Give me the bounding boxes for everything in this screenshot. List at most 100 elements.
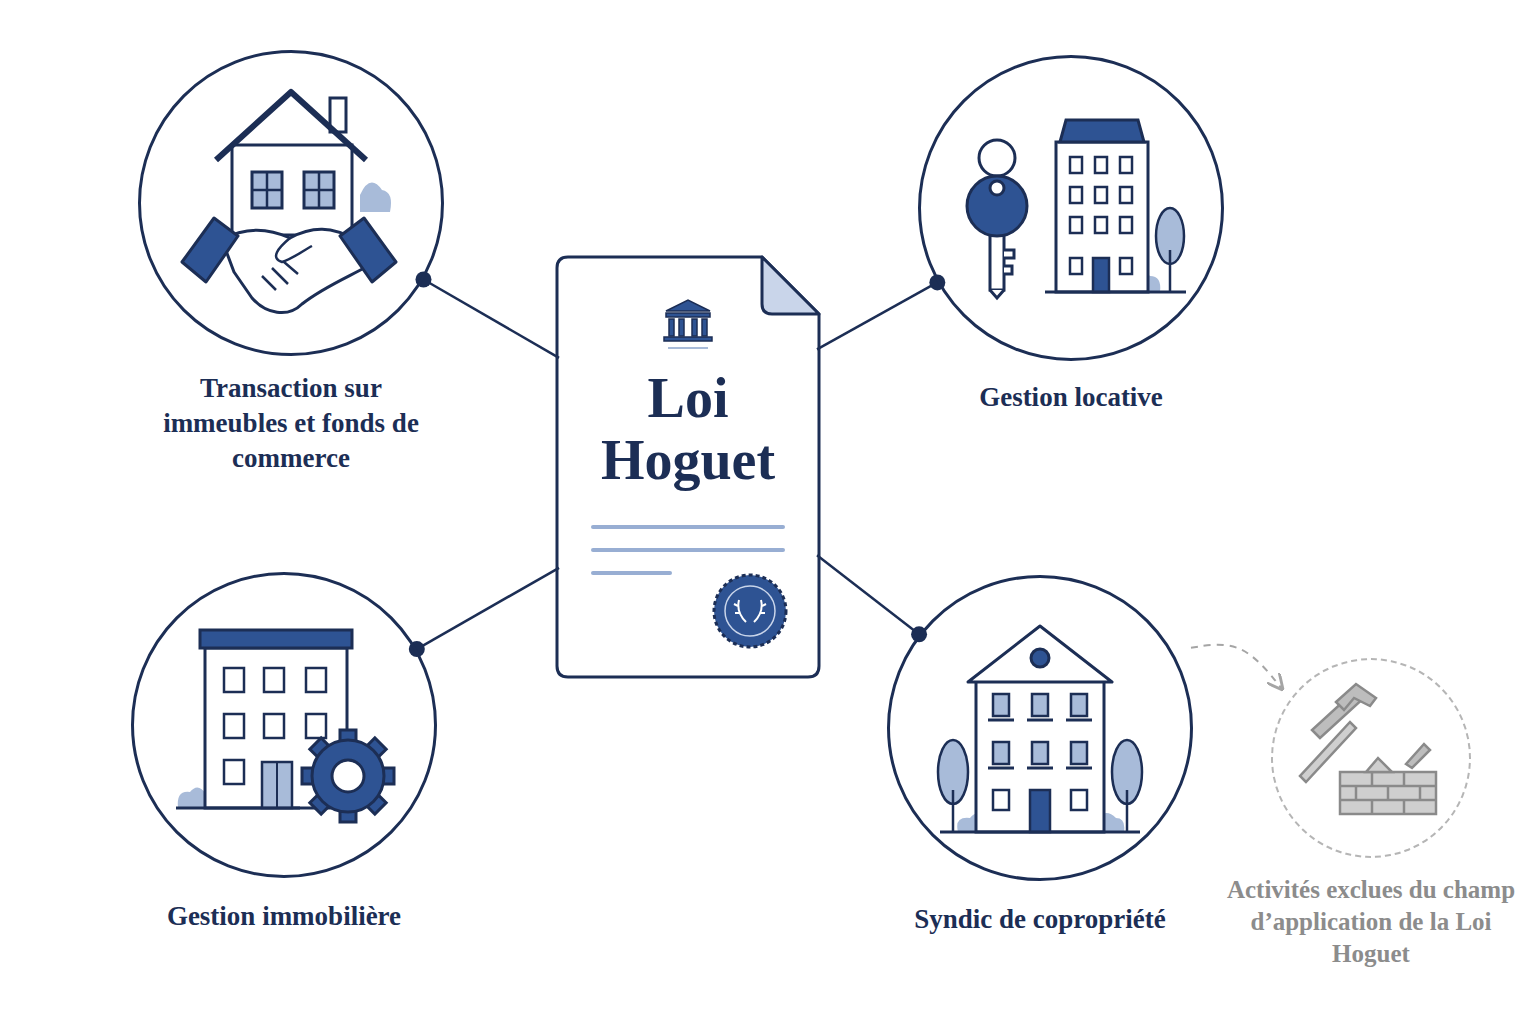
handshake-icon-part bbox=[262, 238, 312, 290]
handshake-icon-part bbox=[182, 218, 238, 282]
label-wrap: Gestion immobilière bbox=[114, 899, 454, 934]
apartment-icon-part-part bbox=[1095, 217, 1107, 233]
copropriete-icon-part-part bbox=[1071, 790, 1087, 810]
building-gear-icon-part-part bbox=[224, 714, 244, 738]
building-gear-icon-part bbox=[176, 807, 300, 810]
copropriete-icon-part-part bbox=[1032, 694, 1048, 716]
house-icon-part bbox=[252, 172, 334, 208]
apartment-icon-part-part bbox=[1070, 258, 1082, 274]
seal-part bbox=[725, 586, 775, 636]
copropriete-icon-part-part bbox=[1071, 742, 1087, 764]
apartment-icon bbox=[1045, 120, 1186, 292]
excluded-icon-part bbox=[1366, 758, 1392, 772]
document-lines bbox=[593, 527, 783, 573]
bank-icon-part bbox=[692, 319, 697, 336]
building-gear-icon-part-part bbox=[312, 740, 384, 812]
handshake-icon-part bbox=[340, 218, 396, 282]
building-gear-icon-part-part bbox=[264, 714, 284, 738]
excluded-icon-part bbox=[1340, 772, 1436, 814]
excluded-icon-part bbox=[1340, 772, 1436, 814]
connector-line bbox=[817, 282, 937, 349]
building-gear-icon-part bbox=[276, 762, 278, 808]
document-shape-part bbox=[557, 257, 819, 677]
copropriete-icon-part bbox=[1030, 790, 1050, 832]
document-lines-part bbox=[593, 525, 783, 529]
activity-circle: Transaction sur immeubles et fonds de co… bbox=[138, 50, 444, 356]
bank-icon-part bbox=[666, 300, 710, 311]
copropriete-icon-part-part bbox=[993, 790, 1009, 810]
seal-part bbox=[714, 575, 786, 647]
building-gear-icon-part-part bbox=[306, 714, 326, 738]
node-label: Gestion locative bbox=[901, 380, 1241, 415]
connector-dot bbox=[409, 641, 425, 657]
document-node: Loi Hoguet bbox=[557, 257, 819, 677]
house-icon bbox=[216, 92, 391, 235]
building-gear-icon-part-part bbox=[332, 760, 364, 792]
label-wrap: Gestion locative bbox=[901, 380, 1241, 415]
apartment-icon-part bbox=[1045, 291, 1186, 294]
apartment-icon-part-part bbox=[1120, 217, 1132, 233]
seal-part bbox=[734, 604, 766, 613]
key-icon-part bbox=[1004, 250, 1014, 274]
seal-part bbox=[738, 600, 761, 622]
house-icon-part bbox=[360, 183, 391, 212]
apartment-icon-part-part bbox=[1095, 157, 1107, 173]
apartment-icon-part bbox=[1056, 142, 1148, 292]
node-label: Gestion immobilière bbox=[114, 899, 454, 934]
excluded-circle: Activités exclues du champ d’application… bbox=[1271, 658, 1471, 858]
label-wrap: Activités exclues du champ d’application… bbox=[1226, 874, 1516, 970]
bank-icon-part bbox=[664, 337, 712, 341]
document-lines-part bbox=[593, 548, 783, 552]
excluded-icon-part bbox=[1336, 684, 1376, 710]
copropriete-icon-part bbox=[1031, 649, 1049, 667]
copropriete-icon-part bbox=[940, 831, 1140, 834]
copropriete-icon-part bbox=[952, 790, 955, 832]
copropriete-icon-part bbox=[1126, 790, 1129, 832]
document-shape bbox=[557, 257, 819, 677]
key-icon bbox=[967, 140, 1027, 298]
seal bbox=[714, 575, 786, 647]
key-icon-part bbox=[967, 176, 1027, 236]
copropriete-icon-part bbox=[988, 720, 1092, 768]
copropriete-icon-part-part bbox=[993, 742, 1009, 764]
bank-icon-part bbox=[702, 319, 707, 336]
document-title: Loi Hoguet bbox=[588, 367, 788, 491]
title-wrap: Loi Hoguet bbox=[588, 367, 788, 491]
connector-line bbox=[423, 280, 559, 358]
bank-icon-part bbox=[679, 319, 684, 336]
apartment-icon-part bbox=[1093, 258, 1109, 292]
key-icon-part bbox=[990, 181, 1004, 195]
building-gear-icon-part-part bbox=[224, 760, 244, 784]
copropriete-icon-part-part bbox=[1071, 694, 1087, 716]
excluded-icon-part bbox=[1300, 722, 1356, 782]
label-wrap: Syndic de copropriété bbox=[860, 902, 1220, 937]
excluded-icon bbox=[1300, 684, 1436, 814]
key-icon-part bbox=[990, 290, 1004, 298]
activity-circle: Gestion immobilière bbox=[131, 572, 437, 878]
bank-icon-part bbox=[669, 319, 674, 336]
activity-circle: Syndic de copropriété bbox=[887, 575, 1193, 881]
apartment-icon-part-part bbox=[1070, 217, 1082, 233]
connector-dot bbox=[929, 274, 945, 290]
connector-line bbox=[417, 568, 559, 649]
building-gear-icon-part bbox=[178, 787, 206, 808]
connector-dot bbox=[415, 272, 431, 288]
apartment-icon-part-part bbox=[1070, 157, 1082, 173]
dashed-arrow bbox=[1191, 645, 1281, 688]
building-gear-icon bbox=[176, 630, 394, 822]
key-icon-part bbox=[979, 140, 1015, 176]
building-gear-icon-part-part bbox=[224, 668, 244, 692]
copropriete-icon-part bbox=[968, 626, 1112, 682]
building-gear-icon-part bbox=[302, 730, 394, 822]
house-icon-part bbox=[216, 92, 366, 160]
apartment-icon-part-part bbox=[1095, 187, 1107, 203]
copropriete-icon-part-part bbox=[1032, 742, 1048, 764]
bank-icon-part bbox=[668, 347, 708, 349]
building-gear-icon-part bbox=[200, 630, 352, 648]
house-icon-part bbox=[232, 145, 352, 235]
connector-line bbox=[817, 555, 919, 634]
connector-dot bbox=[911, 626, 927, 642]
document-lines-part bbox=[593, 571, 670, 575]
